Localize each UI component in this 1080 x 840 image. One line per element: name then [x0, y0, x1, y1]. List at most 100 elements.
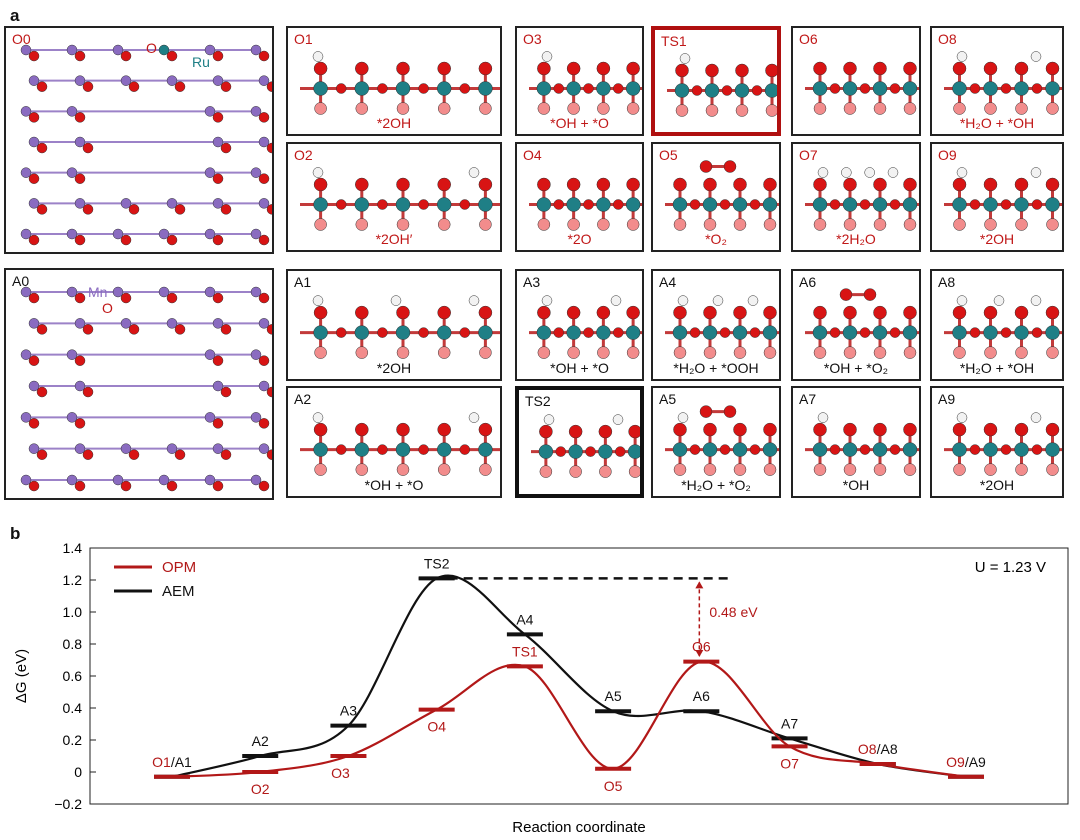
shared-state-label: O9/A9 — [946, 754, 986, 770]
manganese-atom — [120, 443, 132, 454]
hydrogen-atom — [468, 412, 480, 423]
ruthenium-atom — [732, 325, 748, 340]
ruthenium-atom — [672, 325, 688, 340]
sub-oxygen-atom — [1015, 218, 1028, 231]
series-line-opm — [171, 660, 967, 778]
bridge-oxygen-atom — [553, 199, 564, 210]
tile-caption: *2H₂O — [836, 231, 876, 247]
top-oxygen-atom — [765, 63, 777, 78]
state-label: O2 — [251, 781, 270, 797]
hydrogen-atom — [610, 295, 622, 306]
tile-label: O3 — [523, 31, 542, 47]
bridge-oxygen-atom — [829, 444, 841, 455]
manganese-atom — [28, 136, 40, 148]
hydrogen-atom — [541, 295, 553, 306]
sub-oxygen-atom — [733, 218, 747, 231]
top-oxygen-atom — [703, 177, 717, 192]
top-oxygen-atom — [598, 424, 613, 439]
sub-oxygen-atom — [437, 346, 451, 359]
ruthenium-atom — [762, 442, 778, 457]
top-oxygen-atom — [626, 305, 640, 320]
slab-structure — [665, 405, 779, 476]
manganese-atom — [250, 228, 262, 240]
manganese-atom — [20, 228, 32, 240]
hydrogen-atom — [864, 167, 875, 178]
sub-oxygen-atom — [314, 346, 327, 359]
bridge-oxygen-atom — [555, 446, 566, 457]
bridge-oxygen-atom — [920, 200, 921, 210]
ruthenium-atom — [842, 442, 858, 457]
framework-oxygen-atom — [166, 292, 178, 304]
ruthenium-atom — [478, 325, 493, 340]
manganese-atom — [120, 75, 132, 86]
y-tick-label: 0.6 — [63, 668, 83, 684]
ruthenium-atom — [812, 325, 828, 340]
sub-oxygen-atom — [396, 218, 410, 231]
hydrogen-atom — [747, 295, 759, 306]
ruthenium-atom — [436, 442, 452, 457]
framework-oxygen-atom — [82, 204, 94, 215]
ruthenium-atom — [842, 81, 858, 96]
manganese-atom — [250, 106, 262, 117]
sub-oxygen-atom — [599, 465, 612, 478]
tile-label: O9 — [938, 147, 957, 163]
framework-oxygen-atom — [36, 386, 48, 398]
manganese-atom — [120, 318, 132, 329]
ruthenium-atom — [158, 44, 170, 56]
top-oxygen-atom — [478, 61, 493, 76]
bridge-oxygen-atom — [1000, 444, 1012, 455]
manganese-atom — [212, 318, 224, 329]
framework-oxygen-atom — [266, 324, 272, 335]
tile-caption: *H₂O + *OOH — [673, 360, 759, 376]
top-oxygen-atom — [596, 61, 611, 76]
top-oxygen-atom — [537, 305, 551, 320]
top-oxygen-atom — [813, 61, 827, 76]
framework-oxygen-atom — [74, 480, 86, 492]
tile-a6: A6*OH + *O₂ — [791, 269, 921, 381]
manganese-atom — [204, 106, 216, 117]
manganese-atom — [74, 136, 86, 148]
tile-label: A1 — [294, 274, 312, 290]
sub-oxygen-atom — [953, 463, 966, 476]
bridge-oxygen-atom — [613, 83, 624, 94]
manganese-atom — [258, 380, 270, 392]
ruthenium-atom — [812, 81, 828, 96]
hydrogen-atom — [956, 167, 968, 178]
bridge-oxygen-atom — [643, 200, 644, 210]
sub-oxygen-atom — [355, 463, 369, 476]
ruthenium-atom — [704, 83, 720, 98]
sub-oxygen-atom — [537, 218, 551, 231]
sub-oxygen-atom — [537, 346, 551, 359]
framework-oxygen-atom — [82, 449, 94, 460]
y-tick-label: 0.2 — [63, 732, 83, 748]
framework-oxygen-atom — [258, 50, 270, 62]
top-oxygen-atom — [313, 61, 328, 76]
framework-oxygen-atom — [36, 204, 48, 215]
top-oxygen-atom — [1014, 305, 1029, 320]
top-oxygen-atom — [733, 177, 747, 192]
sub-oxygen-atom — [984, 102, 997, 115]
hydrogen-atom — [612, 414, 624, 425]
tile-label: A3 — [523, 274, 541, 290]
bridge-oxygen-atom — [459, 444, 471, 455]
manganese-atom — [158, 286, 170, 298]
top-oxygen-atom — [983, 177, 998, 192]
framework-oxygen-atom — [212, 480, 224, 492]
tile-label: O1 — [294, 31, 313, 47]
bridge-oxygen-atom — [920, 328, 921, 338]
bridge-oxygen-atom — [335, 83, 347, 94]
ruthenium-atom — [902, 81, 918, 96]
sub-oxygen-atom — [396, 346, 410, 359]
framework-oxygen-atom — [166, 234, 178, 246]
manganese-atom — [20, 412, 32, 423]
manganese-atom — [212, 136, 224, 148]
manganese-atom — [120, 198, 132, 209]
manganese-atom — [66, 412, 78, 423]
tile-a4: A4*H₂O + *OOH — [651, 269, 781, 381]
top-oxygen-atom — [626, 177, 640, 192]
tile-label: O4 — [523, 147, 542, 163]
top-oxygen-atom — [735, 63, 749, 78]
top-oxygen-atom — [903, 177, 917, 192]
slab-structure — [300, 412, 500, 476]
manganese-atom — [28, 198, 40, 209]
